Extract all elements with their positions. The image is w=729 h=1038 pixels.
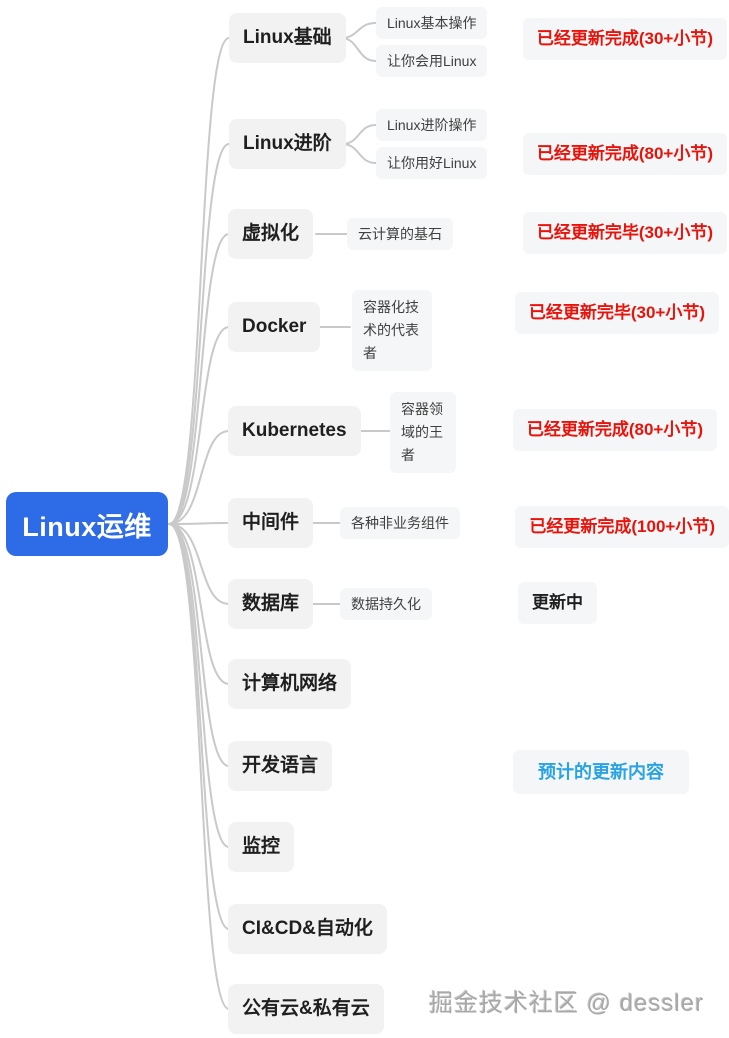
connector-root-database: [168, 523, 230, 605]
status-database[interactable]: 更新中: [518, 582, 597, 624]
connector-advanced-child1: [341, 124, 377, 145]
child-node-learn-use-linux[interactable]: 让你会用Linux: [376, 45, 488, 77]
branch-node-cloud[interactable]: 公有云&私有云: [228, 984, 384, 1034]
child-node-data-persistence[interactable]: 数据持久化: [340, 588, 432, 620]
connector-root-cicd: [168, 523, 230, 930]
child-node-container-tech-rep[interactable]: 容器化技术的代表者: [352, 290, 432, 371]
connector-root-dev-language: [168, 523, 230, 767]
branch-node-middleware[interactable]: 中间件: [228, 498, 314, 548]
watermark: 掘金技术社区 @ dessler: [429, 990, 705, 1017]
branch-node-virtualization[interactable]: 虚拟化: [228, 209, 314, 259]
child-node-non-business-components[interactable]: 各种非业务组件: [340, 507, 460, 539]
planned-content-note[interactable]: 预计的更新内容: [513, 750, 689, 794]
connector-root-virtualization: [168, 233, 230, 525]
connector-root-docker: [168, 326, 230, 525]
connector-root-linux-advanced: [168, 143, 230, 525]
status-linux-basics[interactable]: 已经更新完成(30+小节): [522, 18, 727, 60]
status-virtualization[interactable]: 已经更新完毕(30+小节): [522, 212, 727, 254]
connector-root-monitoring: [168, 523, 230, 848]
connector-root-linux-basics: [168, 37, 230, 525]
child-node-linux-basic-ops[interactable]: Linux基本操作: [376, 7, 488, 39]
status-middleware[interactable]: 已经更新完成(100+小节): [515, 506, 729, 548]
status-kubernetes[interactable]: 已经更新完成(80+小节): [512, 409, 717, 451]
connector-root-computer-network: [168, 523, 230, 685]
branch-node-computer-network[interactable]: 计算机网络: [228, 659, 352, 709]
branch-node-docker[interactable]: Docker: [228, 302, 321, 352]
connector-root-cloud: [168, 523, 230, 1010]
branch-node-dev-language[interactable]: 开发语言: [228, 741, 333, 791]
root-node-linux-ops[interactable]: Linux运维: [6, 492, 168, 556]
branch-node-monitoring[interactable]: 监控: [228, 822, 295, 872]
child-node-linux-advanced-ops[interactable]: Linux进阶操作: [376, 109, 488, 141]
connector-root-kubernetes: [168, 430, 230, 525]
connector-basics-child1: [340, 22, 377, 39]
child-node-use-linux-well[interactable]: 让你用好Linux: [376, 147, 488, 179]
connector-basics-child2: [340, 37, 377, 62]
status-docker[interactable]: 已经更新完毕(30+小节): [514, 292, 719, 334]
branch-node-database[interactable]: 数据库: [228, 579, 314, 629]
branch-node-kubernetes[interactable]: Kubernetes: [228, 406, 361, 456]
child-node-container-king[interactable]: 容器领域的王者: [390, 392, 456, 473]
connector-advanced-child2: [341, 143, 377, 164]
child-node-cloud-cornerstone[interactable]: 云计算的基石: [347, 218, 453, 250]
branch-node-cicd-automation[interactable]: CI&CD&自动化: [228, 904, 387, 954]
connector-root-middleware: [168, 522, 230, 525]
branch-node-linux-basics[interactable]: Linux基础: [229, 13, 346, 63]
branch-node-linux-advanced[interactable]: Linux进阶: [229, 119, 346, 169]
status-linux-advanced[interactable]: 已经更新完成(80+小节): [522, 133, 727, 175]
